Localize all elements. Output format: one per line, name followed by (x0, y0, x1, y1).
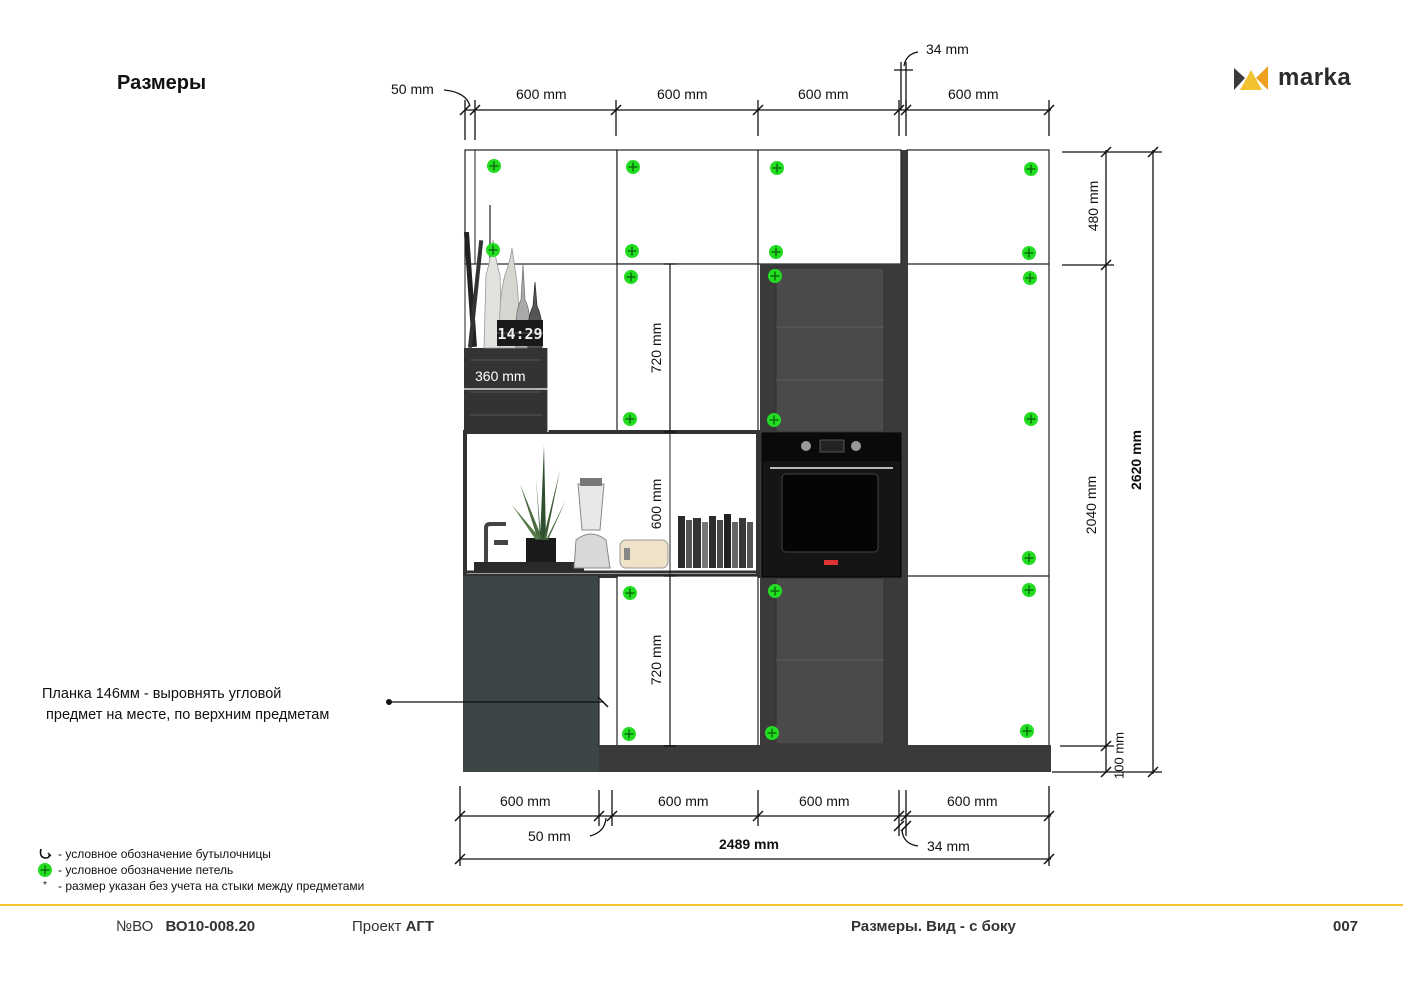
dim-upper-door: 720 mm (648, 322, 664, 374)
legend-row-asterisk: * - размер указан без учета на стыки меж… (36, 878, 364, 894)
legend-text-hinge: - условное обозначение петель (58, 863, 234, 877)
footer-divider (0, 904, 1403, 906)
legend-row-hinge: - условное обозначение петель (36, 862, 364, 878)
dim-top-w1: 600 mm (516, 86, 567, 102)
clock-display: 14:29 (497, 325, 542, 343)
base-corner-panel (463, 576, 599, 772)
dim-bottom-w2: 600 mm (658, 793, 709, 809)
base-cabinet-middle (598, 575, 759, 747)
bottom-dimension-lines (459, 786, 1051, 866)
flip-clock: 14:29 (497, 320, 543, 346)
legend-text-bottle: - условное обозначение бутылочницы (58, 847, 271, 861)
footer-page-number: 007 (1333, 918, 1358, 935)
decor-books (678, 514, 753, 568)
dim-right-plinth: 100 mm (1111, 732, 1127, 779)
hinge-icon (36, 862, 54, 878)
marka-logo-icon (1234, 66, 1268, 90)
bottle-holder-icon (36, 847, 54, 861)
built-in-oven (761, 432, 902, 578)
decor-plant (512, 445, 566, 564)
dim-bottom-gap-right: 34 mm (927, 838, 970, 854)
footer-page-title: Размеры. Вид - с боку (851, 918, 1016, 935)
right-dimension-lines (1052, 150, 1162, 774)
brand-logo: marka (1232, 64, 1351, 92)
footer-project-label: Проект (352, 918, 402, 935)
upper-wall-cabinets (464, 149, 902, 265)
dim-top-w4: 600 mm (948, 86, 999, 102)
dim-top-w2: 600 mm (657, 86, 708, 102)
dim-right-top-row: 480 mm (1085, 180, 1101, 232)
middle-wall-cabinet (616, 263, 759, 433)
legend-row-bottle: - условное обозначение бутылочницы (36, 846, 364, 862)
dim-bottom-w4: 600 mm (947, 793, 998, 809)
page-title: Размеры (117, 72, 207, 94)
decor-blender (573, 478, 611, 569)
dim-lower-door: 720 mm (648, 634, 664, 686)
legend-text-asterisk: - размер указан без учета на стыки между… (58, 879, 365, 893)
footer-project: Проект АГТ (352, 918, 434, 935)
note-leader (386, 696, 609, 708)
note-line-2: предмет на месте, по верхним предметам (42, 707, 330, 723)
footer-page-title-text: Размеры. Вид - с боку (851, 918, 1016, 935)
brand-name: marka (1278, 64, 1352, 91)
dim-top-w3: 600 mm (798, 86, 849, 102)
note-line-1: Планка 146мм - выровнять угловой (42, 686, 282, 702)
oven-column (760, 264, 902, 746)
dim-right-middle: 2040 mm (1083, 475, 1099, 535)
dim-niche: 600 mm (648, 478, 664, 530)
dim-right-total: 2620 mm (1128, 430, 1144, 490)
dim-top-gap-left: 50 mm (391, 81, 434, 97)
decor-toaster (619, 539, 669, 569)
installation-note: Планка 146мм - выровнять угловой предмет… (42, 684, 329, 726)
dim-top-gap-right: 34 mm (926, 41, 969, 57)
dim-shelf-width: 360 mm (475, 368, 526, 384)
dim-bottom-gap-left: 50 mm (528, 828, 571, 844)
side-panel-strip (901, 150, 908, 746)
inner-dimension-lines (464, 263, 676, 747)
footer-doc: №ВО ВО10-008.20 (116, 918, 255, 935)
footer-project-name: АГТ (405, 918, 435, 935)
dim-bottom-w3: 600 mm (799, 793, 850, 809)
footer-doc-label: №ВО (116, 918, 154, 935)
tall-cabinet-right (906, 149, 1050, 747)
legend: - условное обозначение бутылочницы - усл… (36, 846, 364, 894)
footer-doc-number: ВО10-008.20 (165, 918, 256, 935)
footer-page-number-text: 007 (1333, 918, 1359, 935)
decor-faucet (474, 522, 584, 572)
open-shelf-box (464, 348, 548, 432)
asterisk-icon: * (43, 880, 47, 891)
dim-bottom-total: 2489 mm (719, 836, 779, 852)
dim-bottom-w1: 600 mm (500, 793, 551, 809)
